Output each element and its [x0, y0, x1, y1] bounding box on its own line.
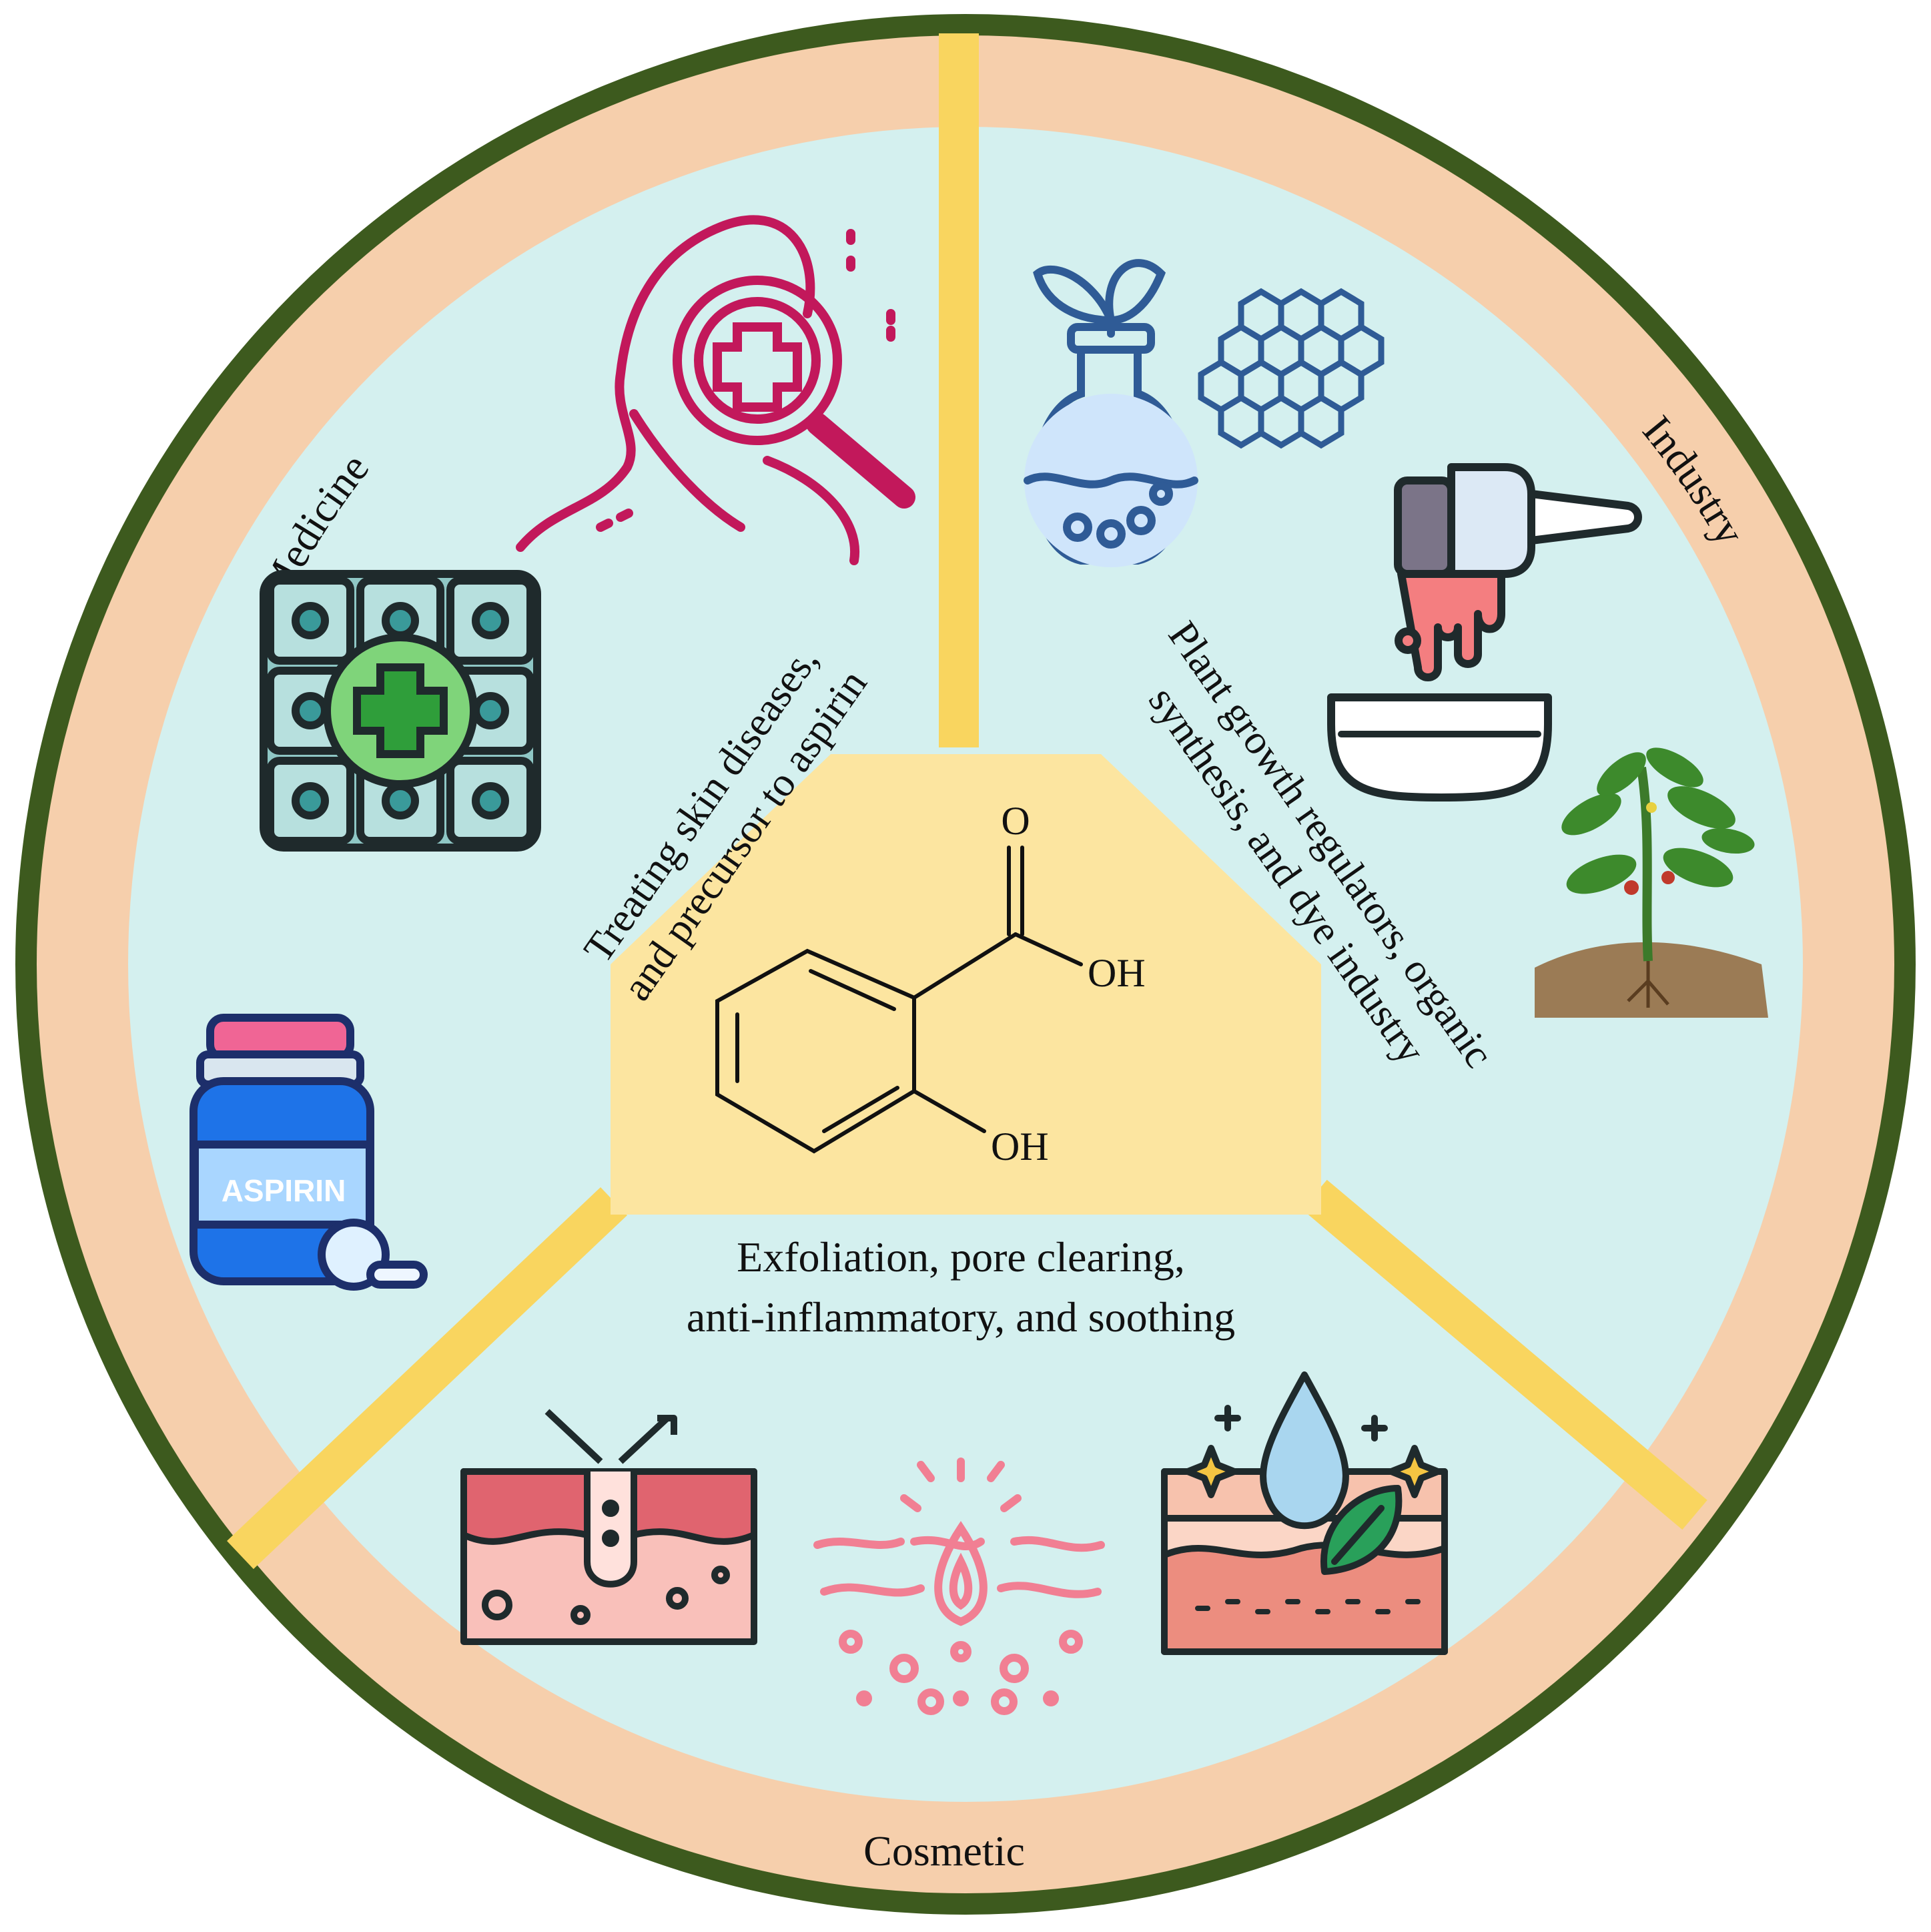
pore-extraction-icon	[460, 1409, 757, 1645]
double-bond-top	[809, 969, 896, 1011]
center-panel	[611, 754, 1321, 1215]
divider-left	[227, 1187, 627, 1570]
skin-hydration-leaf-icon	[1161, 1371, 1448, 1655]
plant-soil-icon	[1535, 747, 1768, 1018]
carboxyl-bond	[912, 932, 1018, 1000]
section-dividers	[227, 33, 1707, 1570]
flask-plant-icon	[1024, 259, 1198, 567]
cosmetic-description-line1: Exfoliation, pore clearing,	[737, 1233, 1185, 1281]
cell-grid-cross-icon	[260, 570, 541, 852]
acid-oh-label: OH	[1088, 951, 1146, 995]
double-bond-bottom	[822, 1086, 899, 1133]
skin-inflammation-icon	[813, 1458, 1105, 1715]
divider-right	[1302, 1179, 1707, 1530]
phenol-oh-label: OH	[991, 1124, 1049, 1169]
cosmetic-label: Cosmetic	[863, 1827, 1025, 1875]
salicylic-acid-structure	[715, 846, 1083, 1154]
phenol-oh-bond	[912, 1089, 986, 1133]
acid-oh-bond	[1014, 932, 1083, 966]
skin-diagnosis-magnifier-icon	[516, 215, 915, 565]
molecular-lattice-icon	[1198, 288, 1385, 449]
dye-dropper-icon	[1327, 463, 1642, 801]
cosmetic-description-line2: anti-inflammatory, and soothing	[687, 1293, 1235, 1341]
divider-top	[939, 33, 979, 747]
aspirin-bottle-text: ASPIRIN	[222, 1173, 346, 1208]
carbonyl-oxygen-label: O	[1001, 799, 1030, 843]
aspirin-bottle-icon: ASPIRIN	[189, 1014, 428, 1291]
